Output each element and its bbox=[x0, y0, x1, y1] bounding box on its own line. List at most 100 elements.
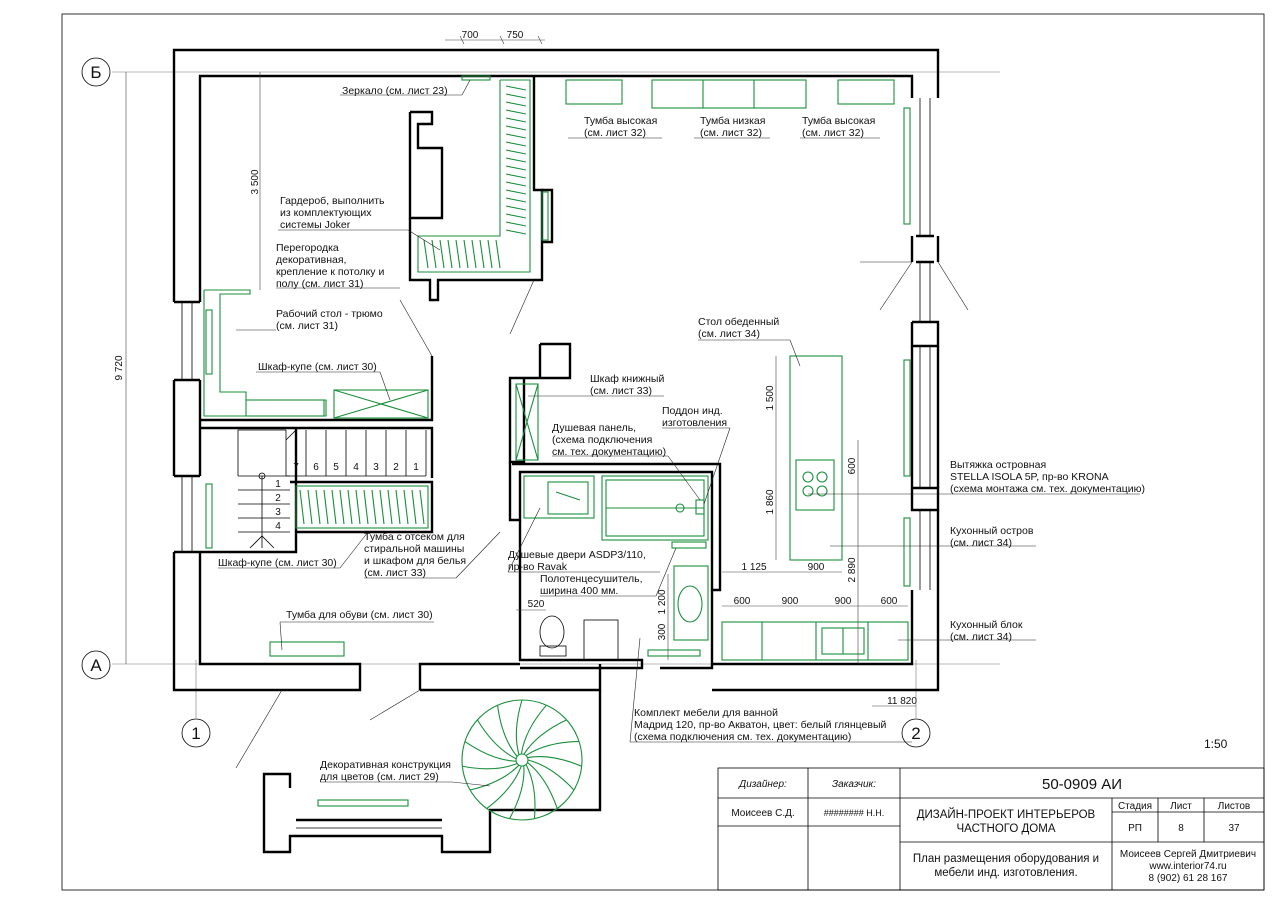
stair-step-number: 1 bbox=[275, 479, 281, 490]
label-dining-table: Стол обеденный (см. лист 34) bbox=[698, 316, 779, 340]
axis-1-bubble bbox=[181, 718, 211, 748]
dim-520: 520 bbox=[528, 599, 545, 610]
axis-b-label: Б bbox=[90, 63, 101, 82]
svg-text:(см. лист 34): (см. лист 34) bbox=[950, 631, 1012, 643]
axis-2-label: 2 bbox=[911, 724, 920, 743]
shoe-cabinet bbox=[269, 641, 345, 657]
axis-b-bubble bbox=[81, 57, 111, 87]
stair-step-number: 3 bbox=[275, 507, 281, 518]
tb-sheets: 37 bbox=[1228, 823, 1240, 834]
dim-kitchen-900b: 900 bbox=[835, 596, 852, 607]
title-block bbox=[717, 767, 1265, 891]
top-cabinets bbox=[205, 79, 911, 587]
dim-1860: 1 860 bbox=[765, 489, 776, 514]
dim-750: 750 bbox=[507, 30, 524, 41]
svg-text:Мадрид 120, пр-во Акватон, цве: Мадрид 120, пр-во Акватон, цвет: белый г… bbox=[634, 719, 887, 731]
svg-text:(см. лист 33): (см. лист 33) bbox=[364, 567, 426, 579]
svg-text:Поддон инд.: Поддон инд. bbox=[662, 405, 723, 417]
dim-900-island: 900 bbox=[808, 562, 825, 573]
wardrobe bbox=[417, 75, 531, 273]
bathroom-fixtures bbox=[523, 475, 709, 661]
dim-1125: 1 125 bbox=[741, 562, 766, 573]
tb-project-1: ДИЗАЙН-ПРОЕКТ ИНТЕРЬЕРОВ bbox=[917, 808, 1096, 821]
label-towel-dryer: Полотенцесушитель, ширина 400 мм. bbox=[540, 573, 643, 597]
dim-11820: 11 820 bbox=[887, 696, 917, 707]
label-bath-furniture: Комплект мебели для ванной Мадрид 120, п… bbox=[634, 707, 887, 743]
stair-step-number: 4 bbox=[353, 462, 359, 473]
axis-a-bubble bbox=[81, 650, 111, 680]
tb-sheet-header: Лист bbox=[1170, 801, 1192, 812]
tb-designer: Моисеев С.Д. bbox=[731, 808, 794, 819]
svg-text:(схема подключения: (схема подключения bbox=[552, 434, 652, 446]
label-desk: Рабочий стол - трюмо (см. лист 31) bbox=[276, 308, 383, 332]
svg-text:Душевые двери ASDP3/110,: Душевые двери ASDP3/110, bbox=[508, 549, 646, 561]
svg-text:Полотенцесушитель,: Полотенцесушитель, bbox=[540, 573, 643, 585]
label-shower-panel: Душевая панель, (схема подключения см. т… bbox=[552, 422, 666, 458]
tb-sheets-header: Листов bbox=[1218, 801, 1251, 812]
svg-text:Тумба высокая: Тумба высокая bbox=[802, 115, 875, 127]
svg-text:ширина 400 мм.: ширина 400 мм. bbox=[540, 585, 618, 597]
tb-stage: РП bbox=[1128, 823, 1142, 834]
label-tumba-high-2: Тумба высокая (см. лист 32) bbox=[802, 115, 875, 139]
svg-text:(см. лист 32): (см. лист 32) bbox=[802, 127, 864, 139]
dimension-lines bbox=[125, 35, 916, 707]
axis-a-label: А bbox=[90, 656, 102, 675]
svg-text:Душевая панель,: Душевая панель, bbox=[552, 422, 636, 434]
svg-text:Тумба высокая: Тумба высокая bbox=[584, 115, 657, 127]
svg-text:полу (см. лист 31): полу (см. лист 31) bbox=[276, 278, 364, 290]
exterior-walls bbox=[172, 48, 940, 692]
tb-sheet-title-1: План размещения оборудования и bbox=[913, 853, 1099, 865]
svg-text:Вытяжка островная: Вытяжка островная bbox=[950, 459, 1046, 471]
svg-text:из комплектующих: из комплектующих bbox=[280, 207, 372, 219]
label-shower-doors: Душевые двери ASDP3/110, пр-во Ravak bbox=[508, 549, 646, 573]
stair-step-number: 7 bbox=[293, 462, 299, 473]
svg-text:и шкафом для белья: и шкафом для белья bbox=[364, 555, 466, 567]
svg-text:декоративная,: декоративная, bbox=[276, 254, 346, 266]
scale-label: 1:50 bbox=[1204, 737, 1228, 751]
svg-text:Стол обеденный: Стол обеденный bbox=[698, 316, 779, 328]
stair-step-number: 3 bbox=[373, 462, 379, 473]
label-hood: Вытяжка островная STELLA ISOLA 5P, пр-во… bbox=[950, 459, 1145, 495]
svg-text:(см. лист 34): (см. лист 34) bbox=[950, 537, 1012, 549]
svg-text:стиральной машины: стиральной машины bbox=[364, 543, 464, 555]
label-mirror: Зеркало (см. лист 23) bbox=[342, 85, 448, 97]
leader-lines bbox=[218, 79, 1140, 787]
tb-stage-header: Стадия bbox=[1118, 801, 1152, 812]
svg-text:(схема подключения см. тех. до: (схема подключения см. тех. документацию… bbox=[634, 731, 851, 743]
label-laundry: Тумба с отсеком для стиральной машины и … bbox=[364, 531, 466, 579]
dim-2890: 2 890 bbox=[847, 557, 858, 582]
dim-1500: 1 500 bbox=[765, 385, 776, 410]
svg-text:Гардероб, выполнить: Гардероб, выполнить bbox=[280, 195, 385, 207]
label-wardrobe: Гардероб, выполнить из комплектующих сис… bbox=[280, 195, 385, 231]
kitchen bbox=[721, 355, 909, 661]
svg-text:Шкаф книжный: Шкаф книжный bbox=[590, 373, 664, 385]
axis-1-label: 1 bbox=[191, 724, 200, 743]
svg-text:Декоративная конструкция: Декоративная конструкция bbox=[320, 759, 451, 771]
dim-kitchen-600b: 600 bbox=[881, 596, 898, 607]
dim-9720: 9 720 bbox=[114, 355, 125, 380]
stair-step-number: 5 bbox=[333, 462, 339, 473]
stair-step-number: 1 bbox=[413, 462, 419, 473]
stair-step-number: 4 bbox=[275, 521, 281, 532]
dim-kitchen-600a: 600 bbox=[734, 596, 751, 607]
dim-3500: 3 500 bbox=[250, 169, 261, 194]
label-closet-1: Шкаф-купе (см. лист 30) bbox=[258, 361, 377, 373]
tb-customer: ######## Н.Н. bbox=[824, 808, 885, 818]
closet-wardrobe bbox=[333, 389, 429, 419]
svg-text:(см. лист 32): (см. лист 32) bbox=[700, 127, 762, 139]
drawing-frame bbox=[61, 13, 1265, 891]
tb-author-site: www.interior74.ru bbox=[1148, 861, 1226, 872]
work-desk bbox=[203, 289, 327, 417]
dim-300: 300 bbox=[657, 623, 668, 640]
bookcase bbox=[515, 383, 539, 461]
tb-customer-header: Заказчик: bbox=[832, 779, 876, 790]
svg-text:для цветов (см. лист 29): для цветов (см. лист 29) bbox=[320, 771, 439, 783]
svg-text:Кухонный блок: Кухонный блок bbox=[950, 619, 1023, 631]
dim-kitchen-900a: 900 bbox=[782, 596, 799, 607]
svg-text:Рабочий стол - трюмо: Рабочий стол - трюмо bbox=[276, 308, 383, 320]
label-partition: Перегородка декоративная, крепление к по… bbox=[276, 242, 384, 290]
laundry-cabinet bbox=[295, 485, 429, 529]
tb-code: 50-0909 АИ bbox=[1042, 776, 1122, 793]
svg-text:пр-во Ravak: пр-во Ravak bbox=[508, 561, 568, 573]
